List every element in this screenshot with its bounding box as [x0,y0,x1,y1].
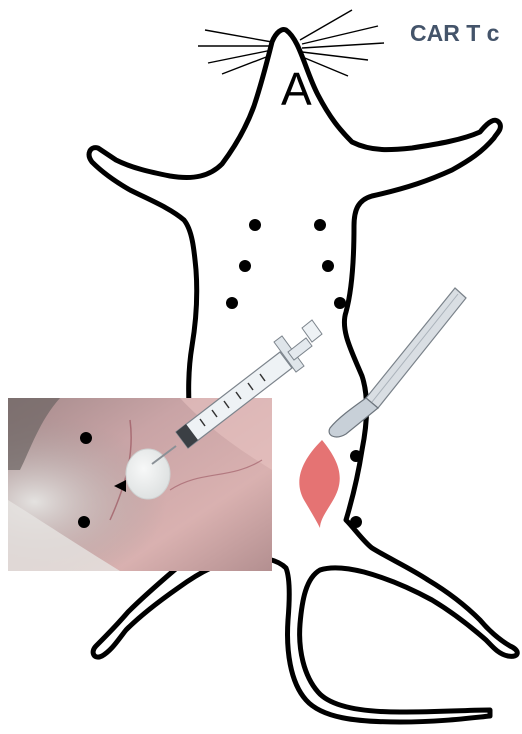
marker-dot [350,516,362,528]
mouse-outline-icon [89,30,517,723]
marker-dot [334,297,346,309]
marker-dot [322,260,334,272]
panel-label: A [281,63,312,115]
marker-dot [226,297,238,309]
marker-dot [314,219,326,231]
marker-dot [249,219,261,231]
figure-title: CAR T c [410,20,500,46]
marker-dot [350,450,362,462]
photo-marker-dot [80,432,92,444]
marker-dot [239,260,251,272]
photo-marker-dot [78,516,90,528]
surgical-photo [8,398,272,571]
